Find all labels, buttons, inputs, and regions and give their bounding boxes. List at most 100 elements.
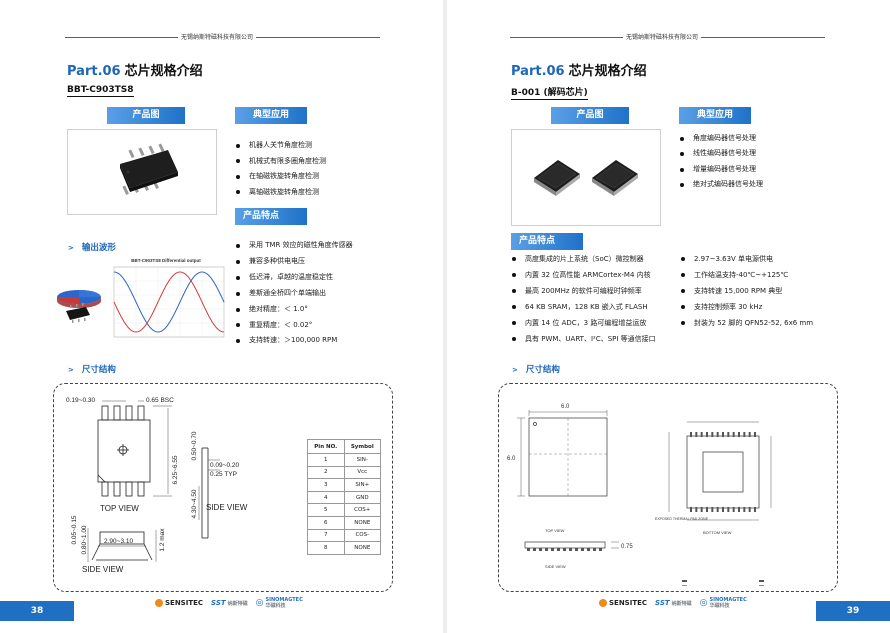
globe-icon: ◎ <box>699 598 708 608</box>
qfn52-dimension-drawing: 6.0 6.0 0.75 TOP VIEW SIDE VIEW BOTTOM V… <box>507 404 772 586</box>
dim-label: 0.75 <box>621 544 633 550</box>
side-view-label: SIDE VIEW <box>545 564 566 569</box>
header-company: 无锡纳斯特磁科技有限公司 <box>623 32 702 41</box>
top-view-label: TOP VIEW <box>100 504 139 513</box>
globe-icon: ◎ <box>255 598 264 608</box>
list-item: 最高 200MHz 的软件可编程时钟频率 <box>511 283 656 299</box>
dimension-section-title: >尺寸结构 <box>68 365 116 375</box>
product-image-box <box>511 129 661 226</box>
qfn-pad <box>722 507 724 512</box>
qfn-pad <box>748 432 751 437</box>
dim-label: 4.30~4.50 <box>191 489 198 518</box>
qfn-pad <box>738 432 740 437</box>
side-view-label: SIDE VIEW <box>206 503 248 512</box>
dim-label: 1.2 max <box>159 528 166 552</box>
qfn-pad <box>711 432 714 437</box>
qfn-pad <box>732 432 735 437</box>
waveform-chart: BBT-C903TS8 Differential output <box>104 252 229 342</box>
qfn-pad <box>732 507 735 512</box>
model-name: BBT-C903TS8 <box>67 85 134 97</box>
dim-label: 2.90~3.10 <box>104 538 133 545</box>
list-item: 2.97~3.63V 单电源供电 <box>680 251 813 267</box>
bottom-view-label: BOTTOM VIEW <box>703 530 732 535</box>
qfn-pad <box>716 432 719 437</box>
qfn-pad <box>743 507 746 512</box>
features-bar: 产品特点 <box>235 208 307 225</box>
list-item: 离轴磁铁旋转角度检测 <box>235 185 326 201</box>
sensitec-logo-icon <box>155 599 163 607</box>
qfn-pad <box>695 507 698 512</box>
qfn-pad <box>748 507 751 512</box>
qfn-side-pad <box>587 548 590 551</box>
features-list-col2: 2.97~3.63V 单电源供电 工作结温支持-40℃~+125℃ 支持转速 1… <box>680 251 813 331</box>
list-item: 支持控制频率 30 kHz <box>680 299 813 315</box>
product-image-box <box>67 129 217 215</box>
header-company: 无锡纳斯特磁科技有限公司 <box>178 32 257 41</box>
features-bar: 产品特点 <box>511 233 583 250</box>
qfn-side-pad <box>593 548 596 551</box>
qfn-side-pad <box>581 548 584 551</box>
typical-apps-bar: 典型应用 <box>679 107 751 124</box>
product-image-bar: 产品图 <box>551 107 629 124</box>
waveform-sin-series <box>113 271 225 333</box>
page-number: 38 <box>0 601 74 621</box>
dim-label: 6.0 <box>561 404 570 410</box>
qfn-pad <box>759 580 764 582</box>
list-item: 采用 TMR 效应的磁性角度传感器 <box>235 238 353 254</box>
qfn-pad <box>754 507 756 512</box>
list-item: 64 KB SRAM，128 KB 嵌入式 FLASH <box>511 299 656 315</box>
product-image-bar: 产品图 <box>107 107 185 124</box>
list-item: 角度编码器信号处理 <box>679 131 763 146</box>
chevron-right-icon: > <box>68 366 74 374</box>
part-label: Part.06 <box>67 64 121 79</box>
qfn-pad <box>754 432 756 437</box>
dim-label: 0.80~1.00 <box>81 525 88 554</box>
qfn-side-pad <box>533 548 536 551</box>
sensitec-logo: SENSITEC <box>155 599 203 607</box>
list-item: 工作结温支持-40℃~+125℃ <box>680 267 813 283</box>
features-list: 采用 TMR 效应的磁性角度传感器 兼容多种供电电压 低迟滞，卓越的温度稳定性 … <box>235 238 353 349</box>
dim-label: 0.19~0.30 <box>66 397 95 404</box>
waveform-section-title: >输出波形 <box>68 243 116 253</box>
page-number: 39 <box>816 601 890 621</box>
qfn-side-pad <box>527 548 530 551</box>
qfn-side-pad <box>545 548 548 551</box>
dimension-frame <box>53 383 393 592</box>
dim-label: 0.65 BSC <box>146 397 174 404</box>
features-list-col1: 高度集成的片上系统（SoC）微控制器 内置 32 位高性能 ARMCortex-… <box>511 251 656 347</box>
qfn-pad <box>759 585 764 586</box>
list-item: 线性编码器信号处理 <box>679 146 763 161</box>
page-gutter <box>443 0 447 633</box>
list-item: 绝对精度：＜ 1.0° <box>235 302 353 318</box>
qfn-pad <box>690 507 692 512</box>
list-item: 机器人关节角度检测 <box>235 138 326 154</box>
list-item: 绝对式编码器信号处理 <box>679 177 763 192</box>
qfn-pad <box>700 432 703 437</box>
qfn-pad <box>706 507 708 512</box>
part-label: Part.06 <box>511 64 565 79</box>
chip-qfn52-image <box>534 160 638 196</box>
list-item: 机械式有限多圈角度检测 <box>235 154 326 170</box>
qfn-pad <box>727 432 730 437</box>
chip-tssop8-image <box>120 143 178 195</box>
qfn-pad <box>706 432 708 437</box>
chevron-right-icon: > <box>68 244 74 252</box>
typical-apps-bar: 典型应用 <box>235 107 307 124</box>
qfn-pad <box>738 507 740 512</box>
typical-apps-list: 机器人关节角度检测 机械式有限多圈角度检测 在轴磁铁旋转角度检测 离轴磁铁旋转角… <box>235 138 326 200</box>
list-item: 在轴磁铁旋转角度检测 <box>235 169 326 185</box>
